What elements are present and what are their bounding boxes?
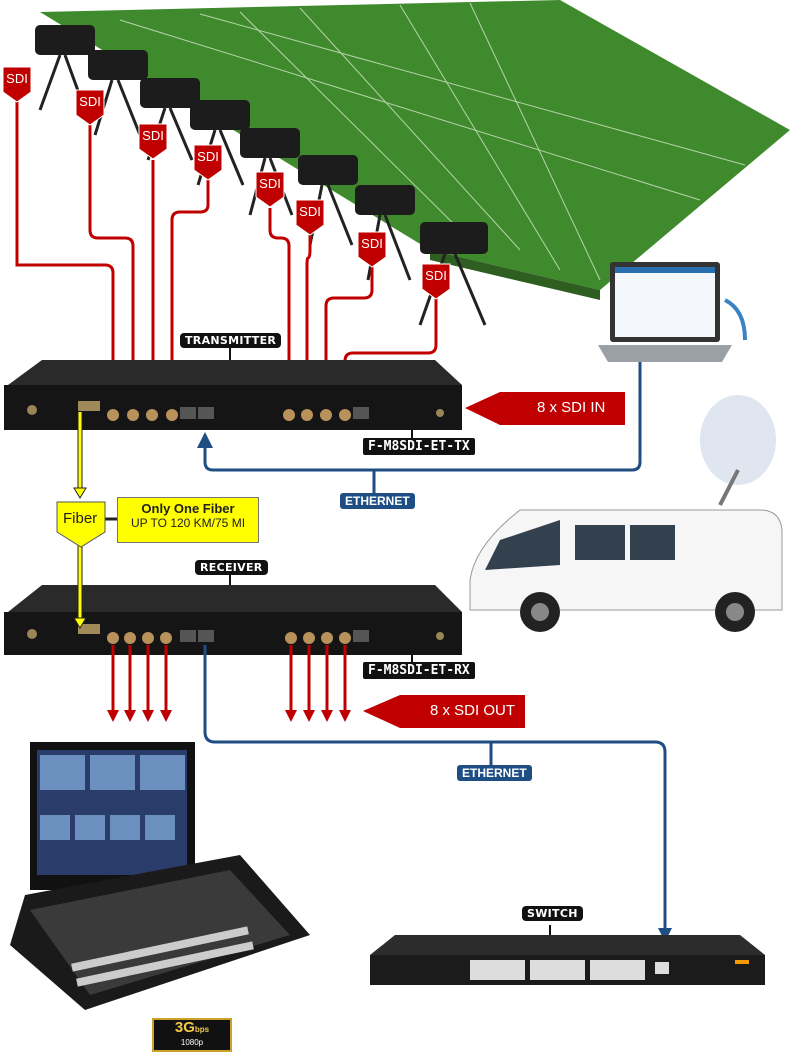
- sdi-tag: SDI: [79, 94, 101, 109]
- ethernet-label: ETHERNET: [457, 765, 532, 781]
- sdi-out-arrowheads: [107, 710, 351, 722]
- transmitter-label: TRANSMITTER: [180, 333, 282, 348]
- fiber-info-box: Only One Fiber UP TO 120 KM/75 MI: [117, 497, 259, 543]
- sdi-out-arrow: [363, 695, 525, 728]
- fiber-info-title: Only One Fiber: [141, 501, 235, 516]
- sdi-tag: SDI: [142, 128, 164, 143]
- sdi-out-label: 8 x SDI OUT: [430, 702, 516, 719]
- network-switch-icon: [370, 925, 765, 985]
- receiver-device: [4, 575, 462, 662]
- field-edge: [430, 250, 600, 300]
- sdi-cables: [15, 100, 438, 395]
- fiber-port: [78, 401, 100, 411]
- sdi-tag: SDI: [197, 149, 219, 164]
- sdi-tag: SDI: [299, 204, 321, 219]
- sdi-tag: SDI: [259, 176, 281, 191]
- sdi-in-arrow: [465, 392, 625, 425]
- fiber-tag-label: Fiber: [63, 510, 98, 527]
- 3g-badge: 3Gbps 1080p: [152, 1018, 232, 1052]
- badge-resolution: 1080p: [180, 1038, 204, 1047]
- fiber-info-distance: UP TO 120 KM/75 MI: [130, 516, 246, 530]
- camera-icon: [88, 50, 148, 136]
- ethernet-label: ETHERNET: [340, 493, 415, 509]
- receiver-model: F-M8SDI-ET-RX: [363, 662, 475, 679]
- field-lines: [119, 2, 746, 281]
- transmitter-device: [4, 347, 462, 438]
- sdi-tag: SDI: [361, 236, 383, 251]
- sdi-tag: SDI: [425, 268, 447, 283]
- sdi-tag: SDI: [6, 71, 28, 86]
- badge-main: 3G: [174, 1019, 195, 1036]
- cameras: [35, 25, 488, 326]
- sdi-in-label: 8 x SDI IN: [537, 399, 606, 416]
- football-field: [40, 0, 790, 290]
- video-mixer-icon: [10, 742, 310, 1010]
- sdi-out-cables: [111, 645, 347, 712]
- switch-label: SWITCH: [522, 906, 583, 921]
- laptop-icon: [598, 262, 747, 362]
- fiber-cable: [77, 412, 117, 622]
- broadcast-van-icon: [469, 395, 783, 632]
- badge-unit: bps: [194, 1025, 210, 1034]
- ethernet-cables: [203, 360, 667, 930]
- fiber-tag: [56, 501, 106, 548]
- transmitter-model: F-M8SDI-ET-TX: [363, 438, 475, 455]
- sdi-tags: [2, 66, 451, 300]
- receiver-label: RECEIVER: [195, 560, 268, 575]
